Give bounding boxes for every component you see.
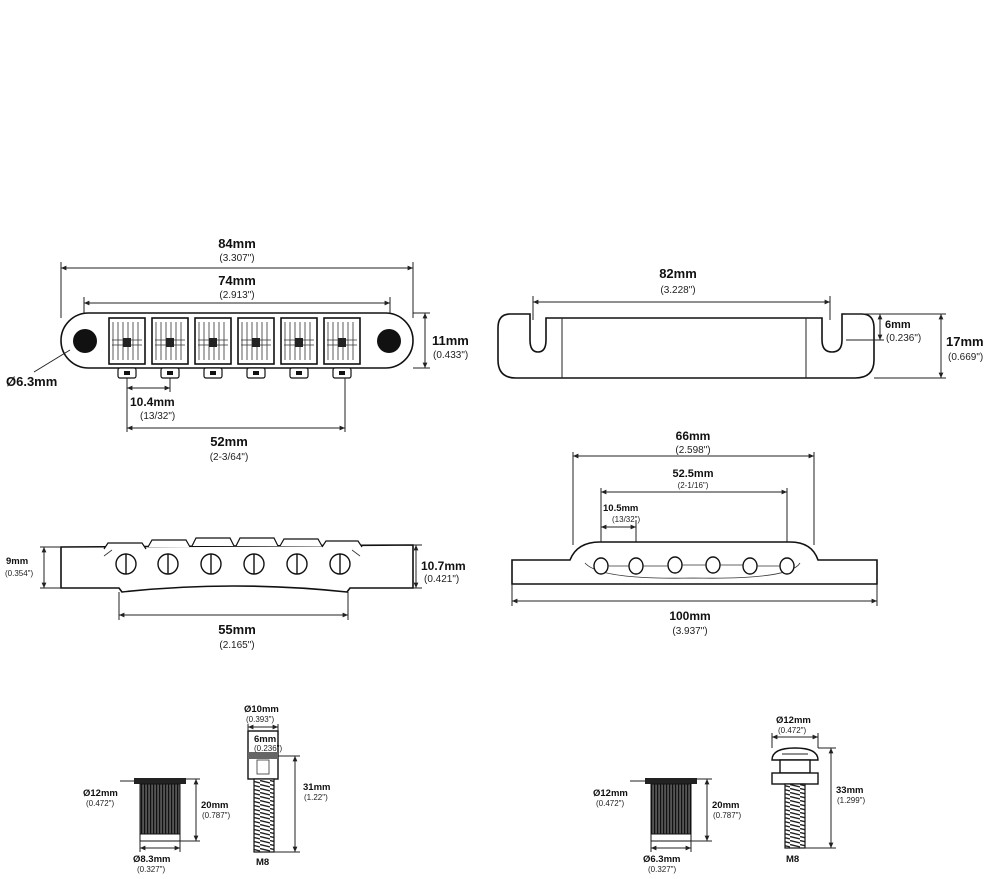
- tl-bushing-dia-mm: Ø12mm: [593, 788, 628, 799]
- stud-neck-inch: (0.236"): [254, 744, 283, 753]
- hole-pitch-mm: 10.5mm: [603, 503, 638, 514]
- bridge-stud-thread: [253, 778, 275, 853]
- tail-overall-mm: 82mm: [659, 266, 697, 281]
- stud-len-inch: (1.22"): [304, 793, 328, 802]
- front-right-height-inch: (0.421"): [424, 574, 459, 585]
- saddle-holes: [115, 553, 351, 575]
- tl-bushing-len-inch: (0.787"): [713, 811, 742, 820]
- saddle-profiles: [103, 537, 363, 550]
- stud-neck-mm: 6mm: [254, 734, 276, 745]
- tail-stud-thread: [784, 783, 806, 849]
- br-bushing-dia-mm: Ø12mm: [83, 788, 118, 799]
- string-span-mm: 52mm: [210, 434, 248, 449]
- stud-len-mm: 31mm: [303, 782, 330, 793]
- tail-stud-len-inch: (1.299"): [837, 796, 866, 805]
- base-width-mm: 55mm: [218, 622, 256, 637]
- tail-top-width-mm: 66mm: [676, 429, 711, 443]
- br-bushing-dia-inch: (0.472"): [86, 799, 115, 808]
- bridge-overall-inch: (3.307"): [219, 253, 254, 264]
- tail-height-inch: (0.669"): [948, 352, 983, 363]
- front-left-height-mm: 9mm: [6, 556, 28, 567]
- base-width-inch: (2.165"): [219, 640, 254, 651]
- bridge-front-body: [60, 544, 414, 593]
- front-left-height-inch: (0.354"): [5, 569, 34, 578]
- tailpiece-front-view: 66mm (2.598") 52.5mm (2-1/16") 10.5mm (1…: [511, 429, 878, 637]
- br-bushing-inner-mm: Ø8.3mm: [133, 854, 171, 865]
- tailpiece-top-view: 82mm (3.228") 6mm (0.236") 17mm (0.669"): [497, 266, 984, 379]
- tail-top-width-inch: (2.598"): [675, 445, 710, 456]
- bridge-hardware: Ø12mm (0.472") 20mm (0.787") Ø8.3mm (0.3…: [83, 704, 330, 874]
- bridge-height-mm: 11mm: [432, 333, 469, 348]
- bridge-height-inch: (0.433"): [433, 350, 468, 361]
- br-bushing-len-inch: (0.787"): [202, 811, 231, 820]
- bridge-bushing: [139, 783, 181, 835]
- stud-head-inch: (0.393"): [246, 715, 275, 724]
- tail-stud-len-mm: 33mm: [836, 785, 863, 796]
- stud-head-mm: Ø10mm: [244, 704, 279, 715]
- bridge-inner-mm: 74mm: [218, 273, 256, 288]
- tl-bushing-inner-inch: (0.327"): [648, 865, 677, 874]
- saddles: [108, 317, 361, 365]
- tailpiece-body: [497, 313, 875, 379]
- br-bushing-len-mm: 20mm: [201, 800, 228, 811]
- tail-stud-head-mm: Ø12mm: [776, 715, 811, 726]
- right-post-hole: [377, 329, 401, 353]
- tail-overall-front-inch: (3.937"): [672, 626, 707, 637]
- stud-thread: M8: [256, 857, 269, 868]
- tail-slot-mm: 6mm: [885, 319, 911, 331]
- tail-overall-inch: (3.228"): [660, 285, 695, 296]
- br-bushing-inner-inch: (0.327"): [137, 865, 166, 874]
- tail-stud-head-inch: (0.472"): [778, 726, 807, 735]
- bridge-front-view: 9mm (0.354") 10.7mm (0.421") 55mm (2.165…: [5, 537, 466, 651]
- tail-bushing: [650, 783, 692, 835]
- tail-height-mm: 17mm: [946, 334, 984, 349]
- tail-slot-inch: (0.236"): [886, 333, 921, 344]
- tl-bushing-inner-mm: Ø6.3mm: [643, 854, 681, 865]
- saddle-pitch-mm: 10.4mm: [130, 395, 175, 409]
- front-right-height-mm: 10.7mm: [421, 559, 466, 573]
- intonation-screws: [117, 367, 352, 379]
- tl-bushing-len-mm: 20mm: [712, 800, 739, 811]
- string-span-inch: (2-3/64"): [210, 452, 249, 463]
- bridge-top-view: 84mm (3.307") 74mm (2.913"): [6, 236, 469, 463]
- tail-stud-thread-label: M8: [786, 854, 799, 865]
- hole-span-inch: (2-1/16"): [678, 481, 709, 490]
- hole-span-mm: 52.5mm: [673, 468, 714, 480]
- tail-overall-front-mm: 100mm: [669, 609, 710, 623]
- hole-pitch-inch: (13/32"): [612, 515, 641, 524]
- tl-bushing-dia-inch: (0.472"): [596, 799, 625, 808]
- bridge-overall-mm: 84mm: [218, 236, 256, 251]
- bridge-post-hole-mm: Ø6.3mm: [6, 374, 57, 389]
- left-post-hole: [73, 329, 97, 353]
- tailpiece-hardware: Ø12mm (0.472") 20mm (0.787") Ø6.3mm (0.3…: [593, 715, 866, 874]
- saddle-pitch-inch: (13/32"): [140, 411, 175, 422]
- string-holes: [593, 556, 795, 575]
- bridge-inner-inch: (2.913"): [219, 290, 254, 301]
